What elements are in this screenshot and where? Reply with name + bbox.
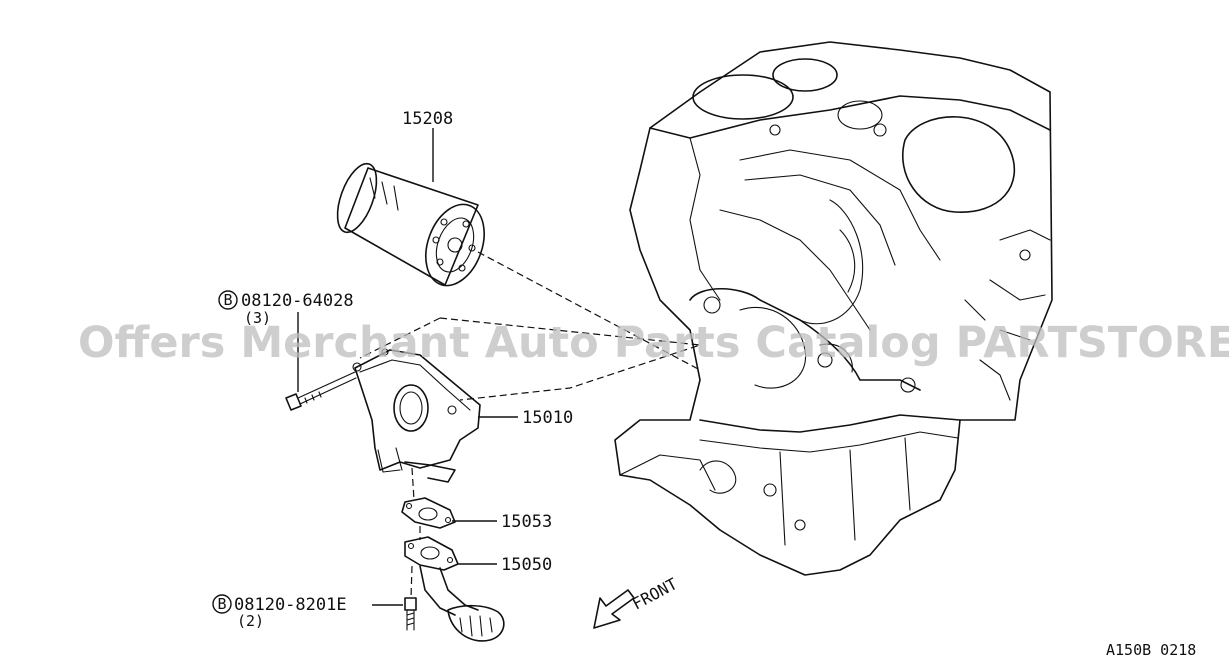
pump-bolt-symbol: B [223, 291, 232, 309]
bolt-symbol-circle [212, 594, 232, 614]
front-label: FRONT [629, 574, 681, 614]
label-gasket[interactable]: 15053 [501, 512, 552, 532]
strainer-bolt-callout[interactable]: B 08120-8201E (2) [212, 594, 347, 630]
gasket [401, 497, 456, 529]
strainer-bolt-qty: (2) [237, 612, 264, 630]
label-strainer[interactable]: 15050 [501, 555, 552, 575]
oil-strainer [404, 536, 505, 642]
pump-bolt-number: 08120-64028 [241, 291, 354, 311]
strainer-bolt-symbol: B [217, 595, 226, 613]
pump-bolt-callout[interactable]: B 08120-64028 (3) [218, 290, 354, 327]
bolt-symbol-circle [218, 290, 238, 310]
oil-pump [352, 348, 481, 483]
pump-bolt-qty: (3) [244, 309, 271, 327]
oil-filter [336, 162, 485, 287]
front-arrow-icon [593, 589, 635, 629]
alignment-lines [359, 251, 701, 599]
engine-block [614, 41, 1053, 576]
pump-bolt [285, 371, 357, 411]
label-oil-pump[interactable]: 15010 [522, 408, 573, 428]
watermark: Offers Merchant Auto Parts Catalog PARTS… [78, 318, 1229, 368]
strainer-bolt-number: 08120-8201E [234, 595, 347, 615]
strainer-bolt [404, 597, 417, 631]
diagram-code: A150B 0218 [1106, 641, 1196, 659]
front-indicator: FRONT [593, 574, 681, 629]
label-oil-filter[interactable]: 15208 [402, 109, 453, 129]
